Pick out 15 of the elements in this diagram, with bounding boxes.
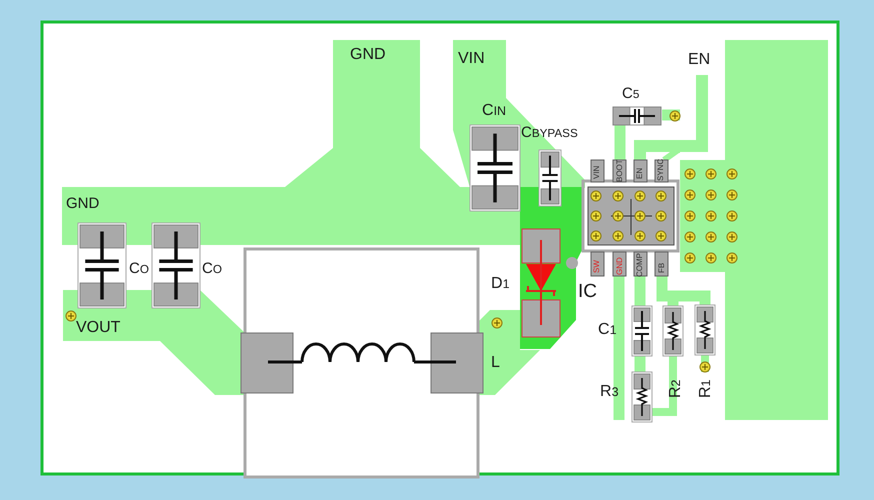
component-label: EN	[688, 52, 710, 68]
pin-label: SYNC	[657, 158, 665, 181]
pin-label: FB	[658, 262, 666, 273]
component-label: GND	[66, 196, 100, 211]
pin-label: VIN	[593, 166, 601, 179]
pin-label: EN	[636, 168, 644, 179]
pin-label: BOOT	[616, 159, 624, 182]
component-label: L	[491, 355, 500, 371]
component-label: GND	[350, 47, 386, 63]
component-label: VIN	[458, 51, 485, 67]
component-label: VOUT	[76, 320, 120, 336]
pin-label: SW	[593, 260, 601, 273]
component-label: IC	[578, 282, 597, 301]
pin-label: GND	[616, 257, 624, 275]
pin-label: COMP	[636, 253, 644, 277]
